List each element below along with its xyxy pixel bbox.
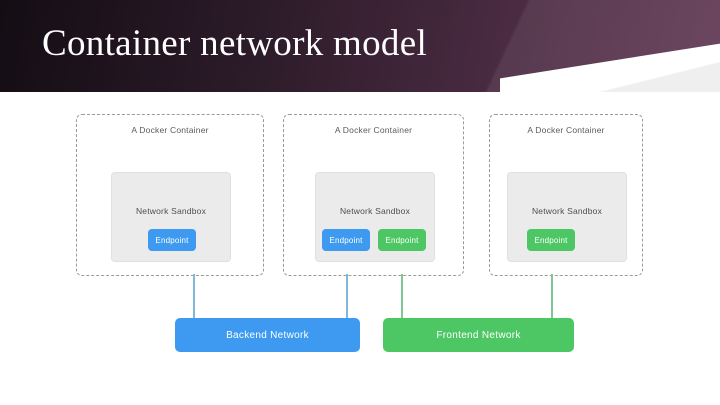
sandbox-label: Network Sandbox [135, 206, 207, 216]
docker-container-2: A Docker Container Network Sandbox Endpo… [283, 114, 464, 276]
sandbox-label: Network Sandbox [531, 206, 603, 216]
connector-endpoint3-frontend [401, 274, 403, 319]
container-label: A Docker Container [334, 125, 413, 135]
network-sandbox-1: Network Sandbox Endpoint [111, 172, 231, 262]
network-diagram: A Docker Container Network Sandbox Endpo… [0, 92, 720, 405]
connector-endpoint2-backend [346, 274, 348, 319]
frontend-network-bar[interactable]: Frontend Network [383, 318, 574, 352]
endpoint-backend-1[interactable]: Endpoint [148, 229, 196, 251]
docker-container-3: A Docker Container Network Sandbox Endpo… [489, 114, 643, 276]
docker-container-1: A Docker Container Network Sandbox Endpo… [76, 114, 264, 276]
sandbox-label: Network Sandbox [339, 206, 411, 216]
network-sandbox-3: Network Sandbox Endpoint [507, 172, 627, 262]
endpoint-frontend-2[interactable]: Endpoint [527, 229, 575, 251]
page-title: Container network model [42, 23, 428, 64]
container-label: A Docker Container [527, 125, 605, 135]
container-label: A Docker Container [131, 125, 209, 135]
backend-network-bar[interactable]: Backend Network [175, 318, 360, 352]
endpoint-frontend-1[interactable]: Endpoint [378, 229, 426, 251]
title-banner: Container network model [0, 0, 720, 92]
endpoint-backend-2[interactable]: Endpoint [322, 229, 370, 251]
network-sandbox-2: Network Sandbox Endpoint Endpoint [315, 172, 435, 262]
connector-endpoint1-backend [193, 274, 195, 319]
connector-endpoint4-frontend [551, 274, 553, 319]
